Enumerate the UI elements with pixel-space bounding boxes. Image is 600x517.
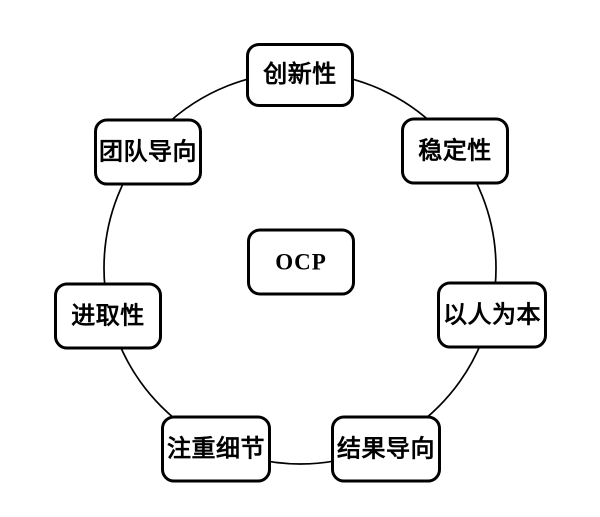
node-innovation-label: 创新性 (263, 62, 337, 88)
node-detail-oriented: 注重细节 (161, 415, 271, 483)
node-center-ocp: OCP (247, 228, 355, 296)
node-stability: 稳定性 (401, 117, 509, 185)
node-team-oriented: 团队导向 (94, 118, 202, 186)
node-enterprising: 进取性 (54, 282, 162, 350)
node-center-ocp-label: OCP (275, 249, 327, 275)
node-team-oriented-label: 团队导向 (99, 139, 197, 165)
node-result-oriented-label: 结果导向 (337, 436, 435, 462)
node-enterprising-label: 进取性 (71, 303, 145, 329)
node-stability-label: 稳定性 (418, 138, 492, 164)
node-detail-oriented-label: 注重细节 (167, 436, 265, 462)
node-result-oriented: 结果导向 (331, 415, 441, 483)
node-innovation: 创新性 (246, 43, 354, 107)
node-people-oriented: 以人为本 (437, 281, 547, 349)
node-people-oriented-label: 以人为本 (443, 302, 541, 328)
